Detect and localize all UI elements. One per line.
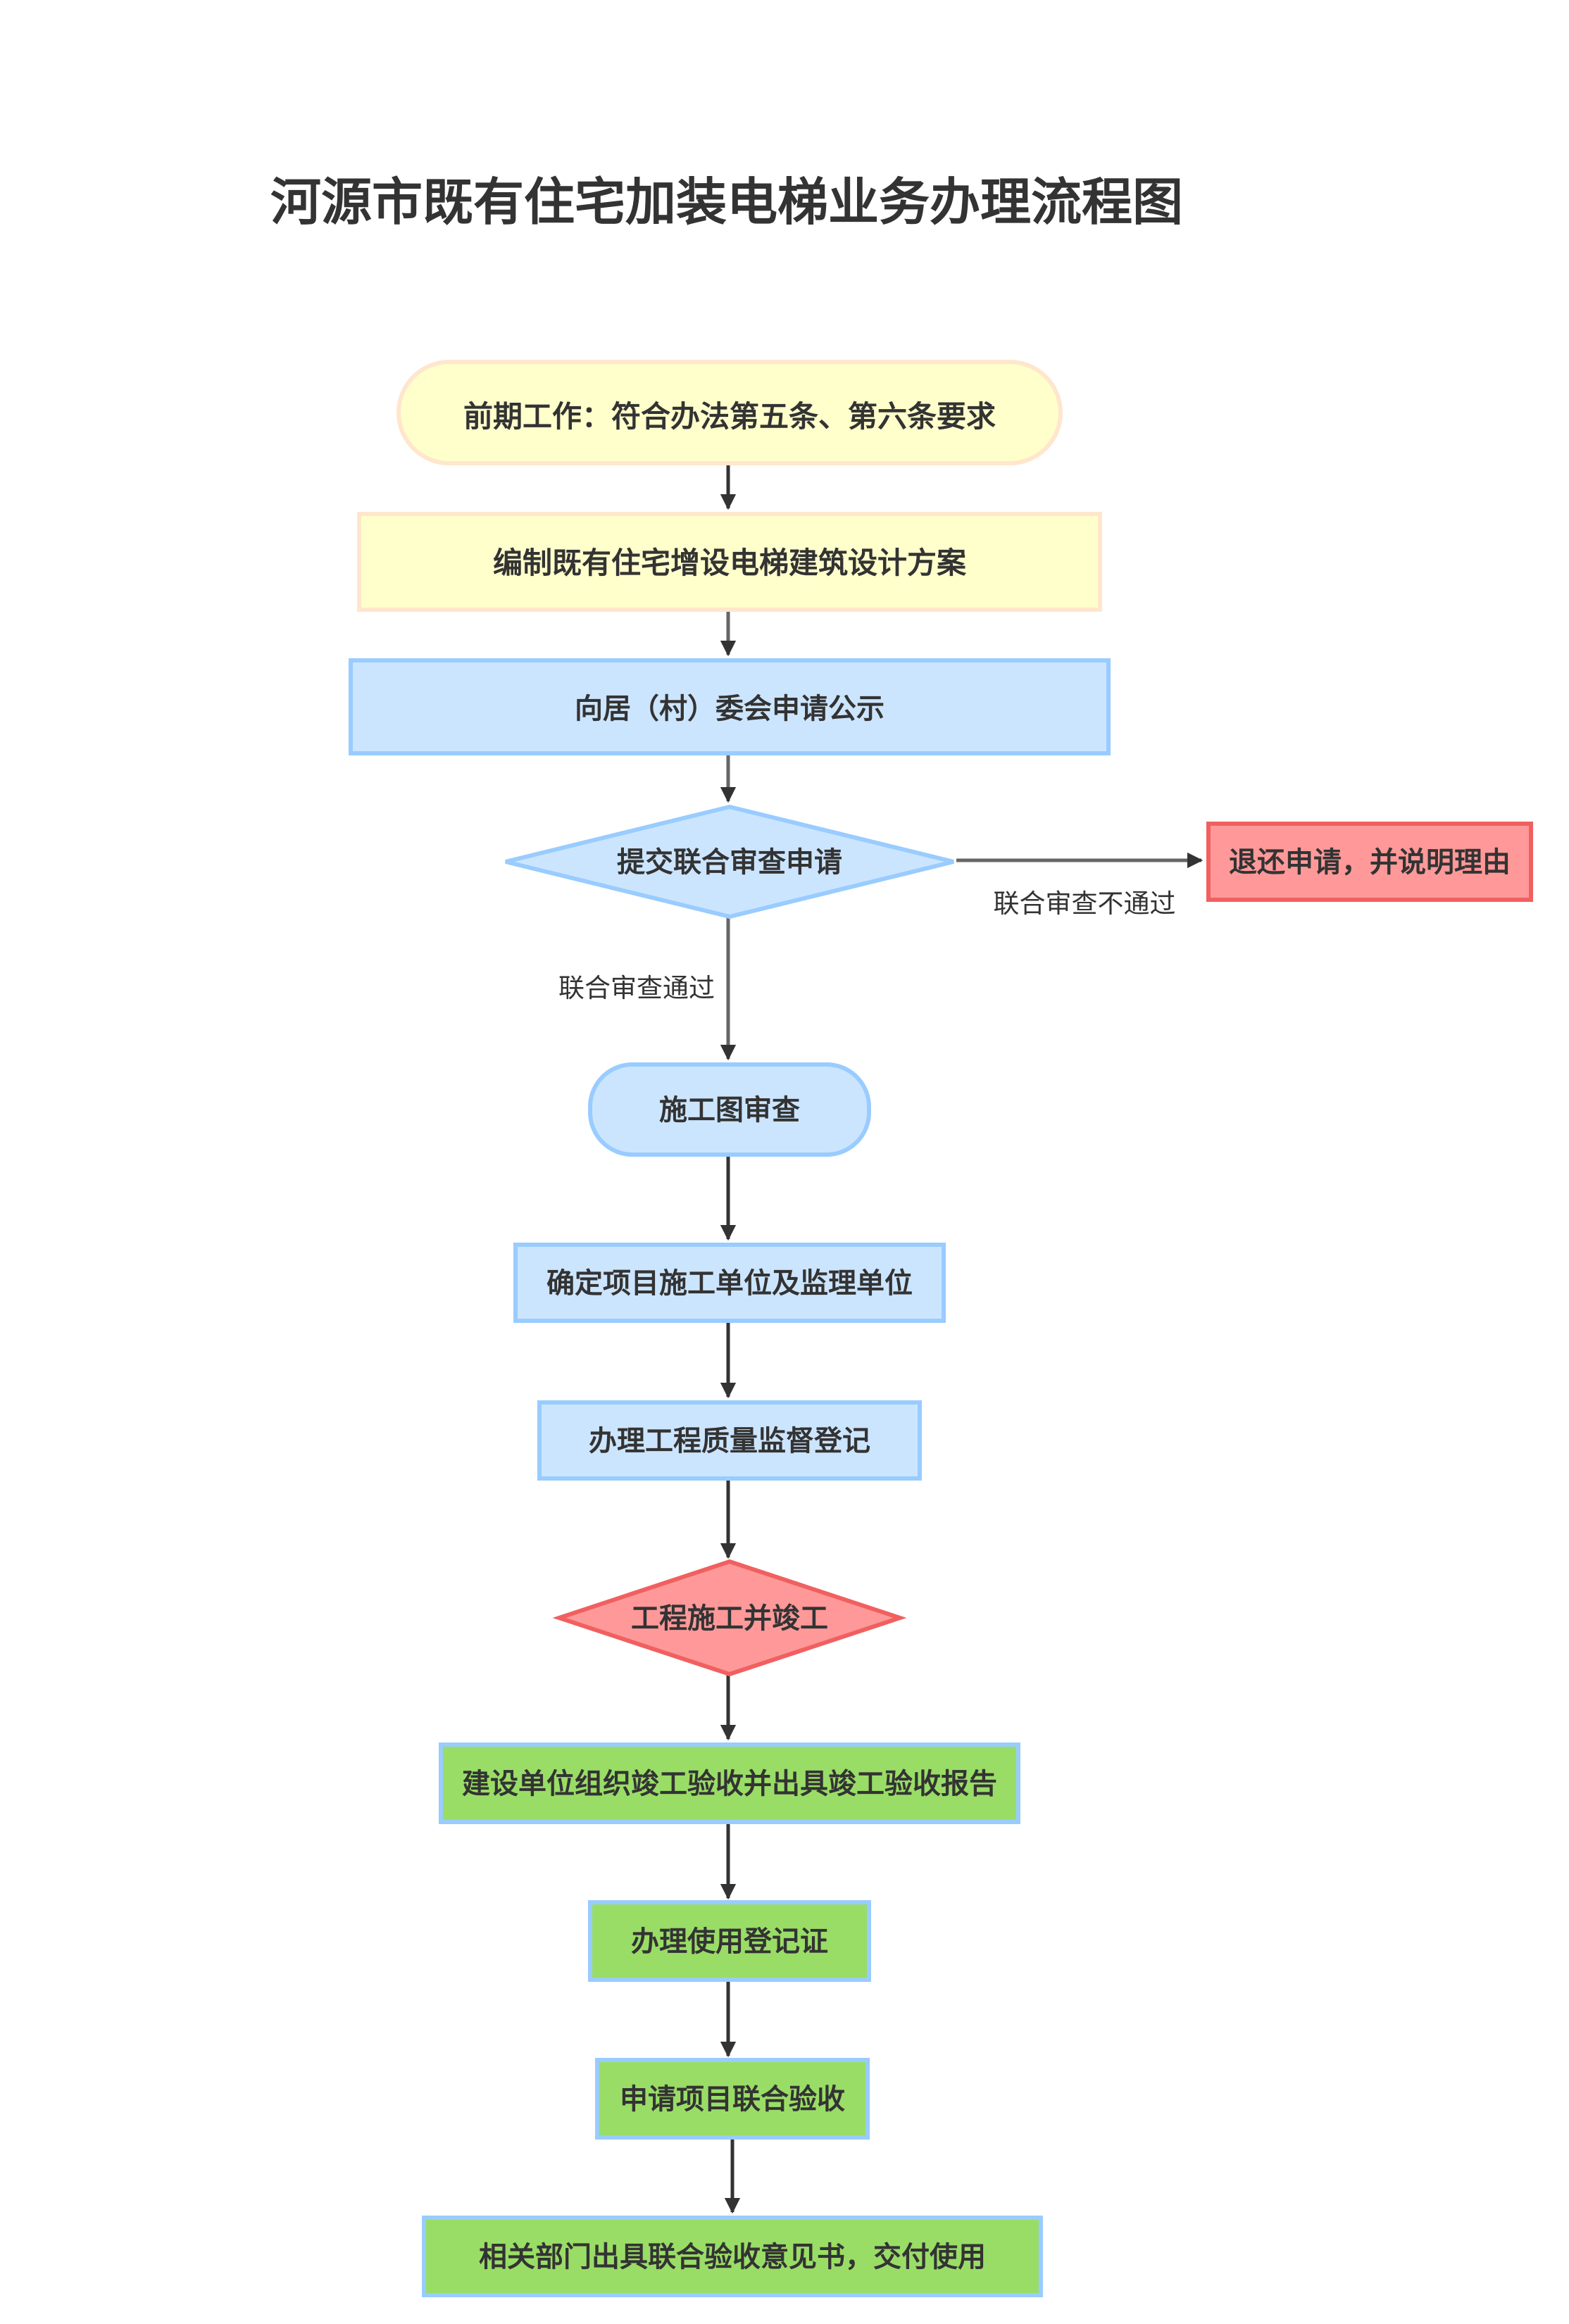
node-joint-acceptance: 申请项目联合验收 <box>595 2058 870 2140</box>
node-contractors-label: 确定项目施工单位及监理单位 <box>546 1267 913 1300</box>
edge-label-fail: 联合审查不通过 <box>994 888 1176 919</box>
node-construction-label: 工程施工并竣工 <box>631 1602 828 1635</box>
edges <box>720 465 1204 2214</box>
node-joint-acceptance-label: 申请项目联合验收 <box>620 2083 845 2116</box>
node-construction: 工程施工并竣工 <box>552 1559 907 1677</box>
node-start-label: 前期工作：符合办法第五条、第六条要求 <box>463 399 996 434</box>
page-title: 河源市既有住宅加装电梯业务办理流程图 <box>270 172 1184 232</box>
node-design-label: 编制既有住宅增设电梯建筑设计方案 <box>493 546 967 580</box>
node-joint-review-label: 提交联合审查申请 <box>617 846 842 879</box>
edge-label-pass: 联合审查通过 <box>558 973 715 1003</box>
node-reject-label: 退还申请，并说明理由 <box>1229 846 1511 879</box>
node-start: 前期工作：符合办法第五条、第六条要求 <box>396 360 1063 465</box>
node-reject: 退还申请，并说明理由 <box>1206 822 1533 902</box>
node-usage-cert-label: 办理使用登记证 <box>631 1926 828 1958</box>
node-publicize: 向居（村）委会申请公示 <box>349 658 1111 755</box>
node-acceptance: 建设单位组织竣工验收并出具竣工验收报告 <box>439 1742 1020 1824</box>
node-publicize-label: 向居（村）委会申请公示 <box>575 693 884 725</box>
node-delivery: 相关部门出具联合验收意见书，交付使用 <box>422 2216 1043 2297</box>
node-acceptance-label: 建设单位组织竣工验收并出具竣工验收报告 <box>462 1768 997 1800</box>
node-delivery-label: 相关部门出具联合验收意见书，交付使用 <box>479 2241 986 2273</box>
node-drawing-review: 施工图审查 <box>588 1062 871 1157</box>
node-design: 编制既有住宅增设电梯建筑设计方案 <box>357 512 1102 612</box>
node-quality-register: 办理工程质量监督登记 <box>537 1400 922 1481</box>
node-joint-review: 提交联合审查申请 <box>505 804 954 919</box>
node-quality-register-label: 办理工程质量监督登记 <box>589 1425 870 1457</box>
node-drawing-review-label: 施工图审查 <box>659 1094 800 1126</box>
node-usage-cert: 办理使用登记证 <box>588 1900 871 1982</box>
node-contractors: 确定项目施工单位及监理单位 <box>513 1243 946 1323</box>
